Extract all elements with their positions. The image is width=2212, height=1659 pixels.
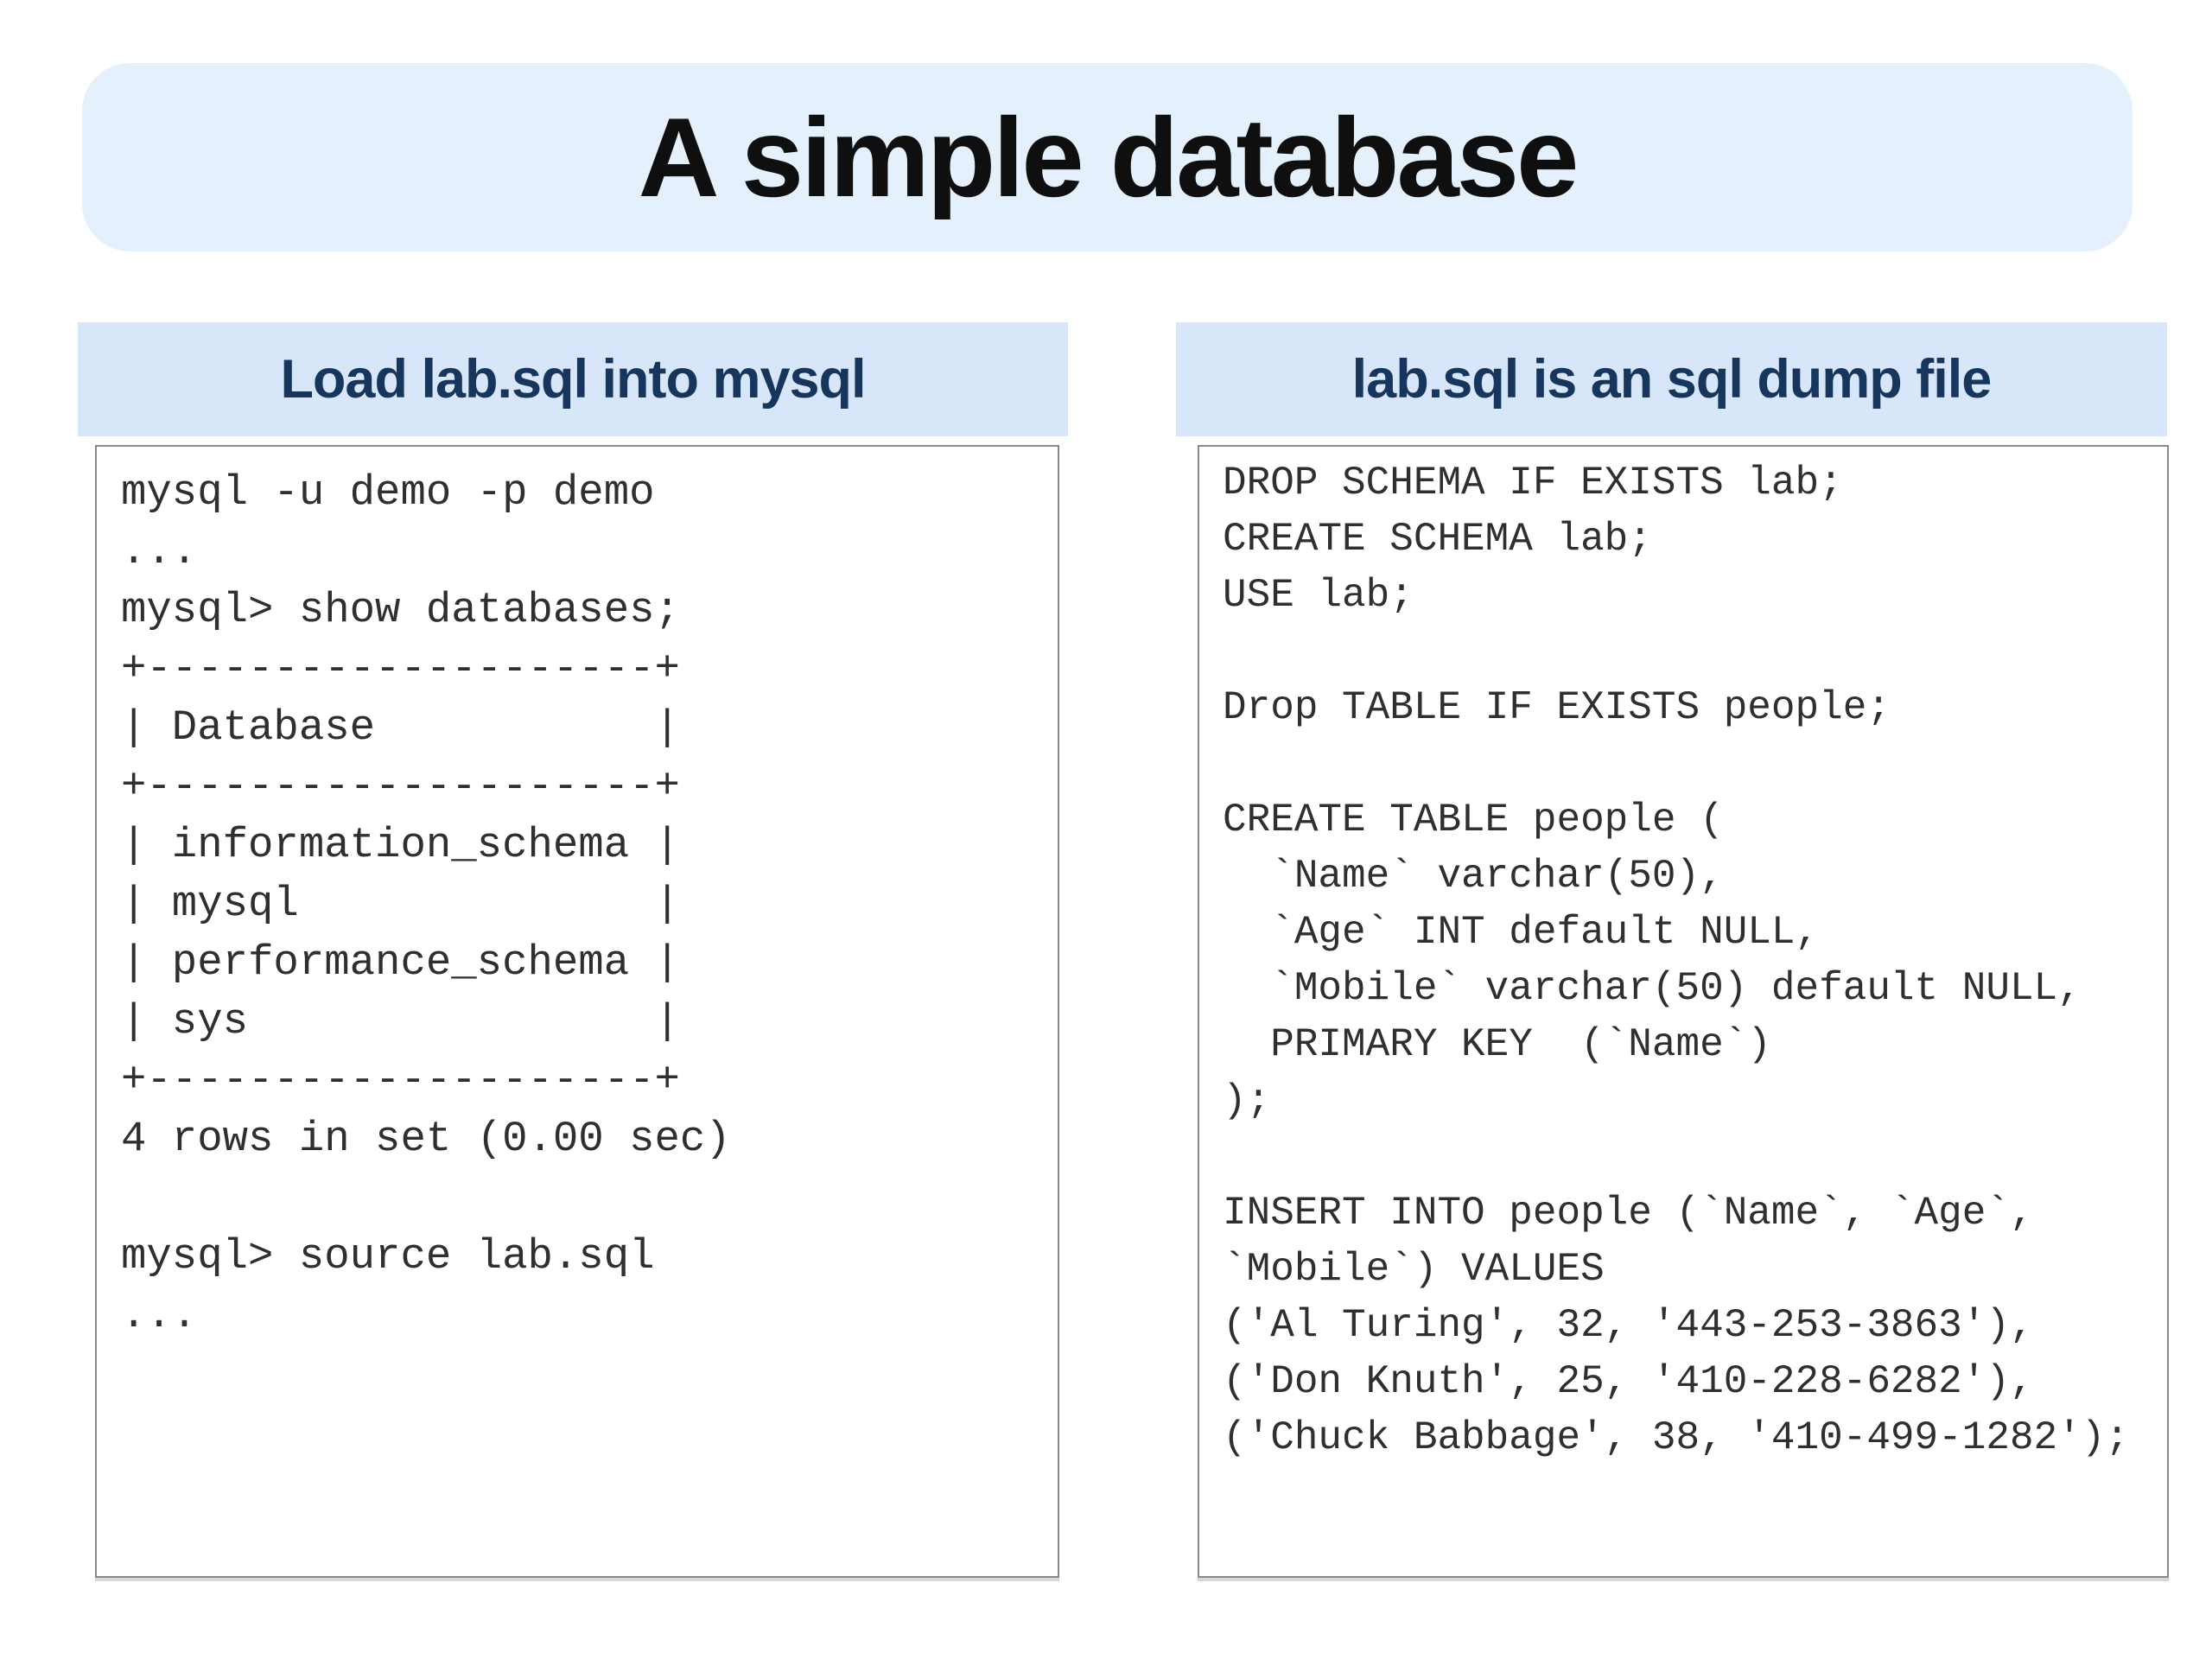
- right-panel-title: lab.sql is an sql dump file: [1351, 349, 1993, 410]
- right-panel-header: lab.sql is an sql dump file: [1176, 322, 2167, 436]
- left-code-box: mysql -u demo -p demo ... mysql> show da…: [95, 445, 1059, 1578]
- right-code-block: DROP SCHEMA IF EXISTS lab; CREATE SCHEMA…: [1223, 461, 2129, 1460]
- left-code-block: mysql -u demo -p demo ... mysql> show da…: [121, 468, 731, 1339]
- left-panel-header: Load lab.sql into mysql: [78, 322, 1068, 436]
- right-code-box: DROP SCHEMA IF EXISTS lab; CREATE SCHEMA…: [1198, 445, 2169, 1578]
- left-panel-title: Load lab.sql into mysql: [280, 349, 866, 410]
- page-title: A simple database: [638, 94, 1580, 220]
- title-banner: A simple database: [82, 63, 2133, 251]
